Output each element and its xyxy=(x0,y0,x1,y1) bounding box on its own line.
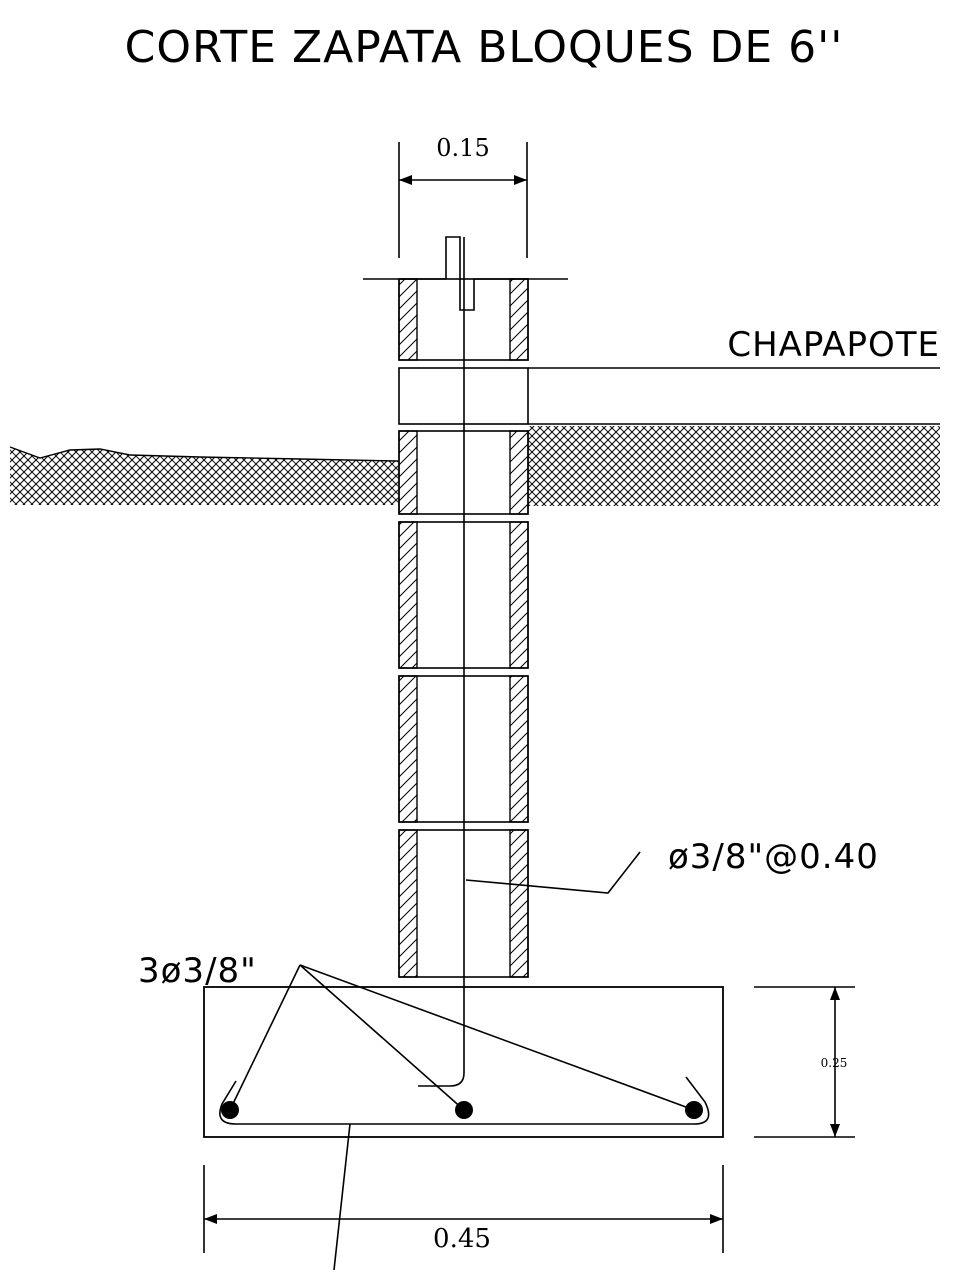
bottom-rebar-leader: 3ø3/8" xyxy=(138,951,695,1111)
footing-width-label: 0.45 xyxy=(433,1224,491,1254)
earth-right xyxy=(528,426,940,506)
top-cap xyxy=(363,236,568,311)
drawing-title: CORTE ZAPATA BLOQUES DE 6'' xyxy=(124,22,844,73)
bottom-rebar xyxy=(219,1076,710,1125)
vertical-rebar-leader: ø3/8"@0.40 xyxy=(465,837,879,894)
chapapote-band: CHAPAPOTE xyxy=(398,325,940,425)
top-width-label: 0.15 xyxy=(436,134,489,162)
bottom-rebar-label: 3ø3/8" xyxy=(138,951,257,991)
footing-height-label: 0.25 xyxy=(821,1056,848,1070)
footing-width-dimension: 0.45 xyxy=(203,1165,724,1254)
vertical-rebar-label: ø3/8"@0.40 xyxy=(668,837,879,877)
top-width-dimension: 0.15 xyxy=(398,134,528,258)
vertical-rebar xyxy=(418,237,465,1087)
chapapote-label: CHAPAPOTE xyxy=(727,325,940,365)
earth-left xyxy=(9,446,399,505)
block-4 xyxy=(398,675,529,823)
block-5 xyxy=(398,829,529,978)
footing-height-dimension: 0.25 xyxy=(754,986,855,1138)
bottom-leader-line xyxy=(333,1123,351,1270)
